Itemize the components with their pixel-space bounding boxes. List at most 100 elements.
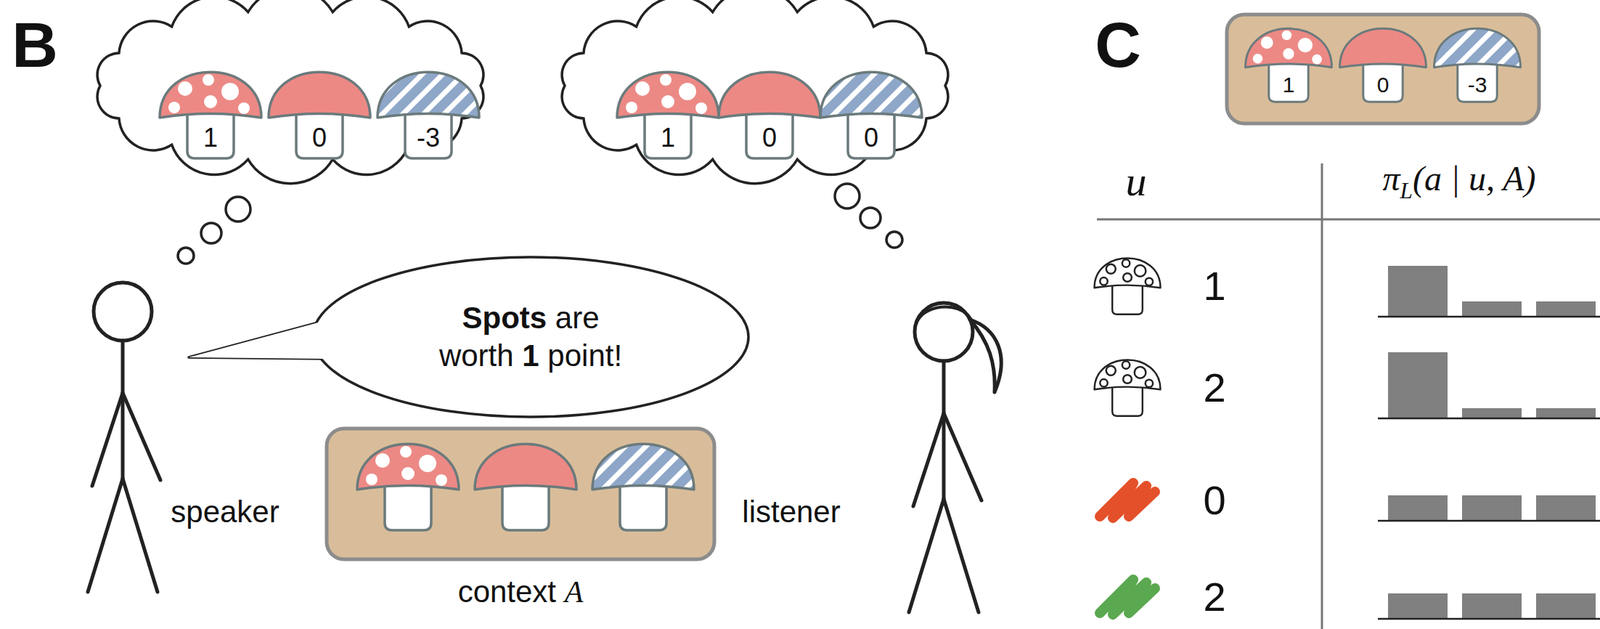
value-number: 0: [863, 124, 879, 151]
mushroom-cap: [377, 71, 480, 118]
mushroom-icon: [159, 71, 262, 159]
context-box: [1226, 14, 1540, 124]
mushroom-cap: [617, 71, 719, 118]
probability-bar: [1462, 495, 1522, 521]
bar-baseline: [1377, 617, 1600, 620]
mushroom-icon: [357, 443, 459, 530]
mushroom-stem: [405, 108, 452, 159]
mushroom-spot: [400, 445, 412, 458]
value-number: 1: [203, 124, 218, 151]
mushroom-cap: [718, 71, 821, 118]
probability-bar: [1536, 495, 1596, 521]
speech-text: Spots are worth 1 point!: [311, 255, 750, 419]
figure-head: [914, 302, 973, 361]
mushroom-icon: [474, 443, 577, 530]
mushroom-spot: [238, 102, 250, 114]
mushroom-cap: [1094, 257, 1161, 288]
mushroom-cap: [268, 71, 371, 118]
bubble-tail: [188, 320, 328, 359]
table-rule: [1096, 218, 1600, 221]
mushroom-spot: [401, 466, 415, 480]
figure-leg: [122, 478, 158, 592]
figure-arm: [943, 413, 982, 501]
figure-leg: [87, 478, 123, 592]
thought-bubble: [860, 207, 881, 228]
mushroom-spot: [1106, 264, 1116, 274]
mushroom-icon: [718, 71, 821, 159]
mushroom-icon: [1094, 359, 1161, 416]
panel-letter: B: [11, 13, 59, 77]
mushroom-spot: [1145, 379, 1153, 387]
bubble-body: [312, 256, 749, 417]
mushroom-cap: [1434, 28, 1521, 67]
mushroom-spot: [659, 74, 672, 86]
thought-cloud: [561, 0, 949, 184]
thought-cloud: [97, 0, 484, 184]
mushroom-icon: [1245, 28, 1333, 102]
mushroom-spot: [1134, 366, 1147, 379]
mushroom-spot: [435, 474, 448, 486]
mushroom-spot: [202, 74, 215, 86]
mushroom-spot: [625, 101, 638, 114]
mushroom-stem: [1457, 59, 1497, 102]
probability-bar: [1536, 301, 1596, 317]
mushroom-spot: [678, 82, 697, 101]
mushroom-spot: [177, 81, 193, 96]
bar-baseline: [1377, 315, 1600, 318]
mushroom-icon: [377, 71, 480, 159]
figure-arm: [913, 413, 944, 506]
mushroom-stem: [644, 108, 692, 159]
probability-bar: [1388, 495, 1448, 521]
figure-leg: [908, 498, 944, 612]
value-number: 1: [660, 124, 676, 151]
mushroom-spot: [1282, 30, 1293, 41]
mushroom-stem: [1363, 59, 1403, 102]
column-header: u: [1125, 160, 1148, 203]
figure-arm: [122, 392, 161, 480]
mushroom-spot: [695, 102, 708, 114]
mushroom-spot: [1099, 277, 1108, 285]
value-number: -3: [416, 124, 440, 151]
mushroom-spot: [375, 452, 390, 468]
mushroom-spot: [635, 81, 650, 96]
mushroom-spot: [1260, 36, 1274, 49]
mushroom-spot: [365, 473, 378, 485]
mushroom-spot: [1134, 264, 1147, 277]
bar-baseline: [1377, 417, 1600, 420]
mushroom-spot: [661, 95, 675, 109]
mushroom-icon: [268, 71, 371, 159]
speech-bubble: Spots are worth 1 point!: [311, 255, 750, 419]
mushroom-cap: [474, 443, 577, 490]
mushroom-stem: [1268, 59, 1309, 102]
figure-leg: [943, 498, 979, 612]
utterance-number: 2: [1202, 576, 1226, 618]
probability-bar: [1536, 407, 1596, 419]
mushroom-cap: [1245, 28, 1333, 67]
mushroom-spot: [1311, 54, 1322, 65]
panel-letter: C: [1094, 13, 1142, 77]
mushroom-stem: [1112, 383, 1143, 416]
mushroom-icon: [820, 71, 922, 159]
probability-bar: [1462, 593, 1522, 619]
color-scribble: [1099, 579, 1155, 615]
mushroom-spot: [1123, 272, 1132, 282]
mushroom-cap: [1094, 359, 1161, 390]
probability-bar: [1388, 593, 1448, 619]
mushroom-cap: [1340, 28, 1427, 67]
mushroom-stem: [187, 108, 234, 159]
mushroom-spot: [1106, 365, 1116, 376]
thought-bubble: [225, 196, 251, 222]
ponytail: [969, 319, 1002, 393]
mushroom-stem: [1112, 281, 1143, 314]
figure-head: [93, 282, 152, 341]
mushroom-spot: [168, 101, 181, 114]
mushroom-spot: [221, 82, 239, 101]
mushroom-cap: [357, 443, 459, 490]
role-label: listener: [741, 496, 840, 528]
utterance-number: 0: [1202, 479, 1226, 521]
thought-bubble: [177, 247, 194, 264]
mushroom-spot: [1298, 37, 1313, 53]
color-scribble: [1099, 482, 1155, 518]
mushroom-spot: [1282, 47, 1294, 59]
